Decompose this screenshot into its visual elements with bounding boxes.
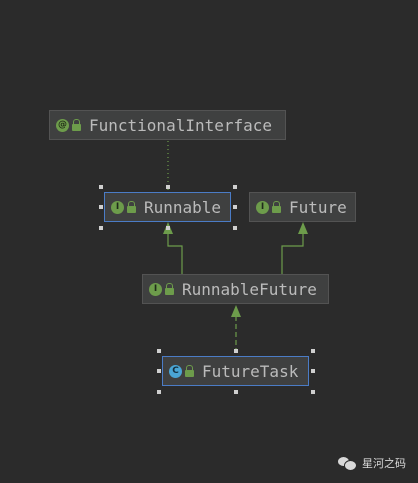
resize-handle[interactable] — [99, 226, 103, 230]
edge-runnablefuture-to-future — [281, 233, 304, 274]
node-futuretask[interactable]: C FutureTask — [162, 356, 309, 386]
interface-icon: I — [256, 200, 269, 214]
node-runnable[interactable]: I Runnable — [104, 192, 231, 222]
arrowhead-future — [298, 222, 308, 234]
arrowhead-runnablefuture — [231, 305, 241, 317]
node-label: Future — [289, 197, 347, 217]
node-label: RunnableFuture — [182, 279, 317, 299]
resize-handle[interactable] — [157, 369, 161, 373]
watermark-text: 星河之码 — [362, 457, 406, 470]
resize-handle[interactable] — [233, 205, 237, 209]
resize-handle[interactable] — [157, 390, 161, 394]
edge-runnablefuture-to-runnable — [167, 233, 183, 274]
lock-icon — [127, 201, 136, 213]
resize-handle[interactable] — [99, 185, 103, 189]
node-future[interactable]: I Future — [249, 192, 356, 222]
resize-handle[interactable] — [233, 185, 237, 189]
resize-handle[interactable] — [157, 349, 161, 353]
lock-icon — [72, 119, 81, 131]
annotation-type-icon: @ — [56, 118, 69, 132]
node-functionalinterface[interactable]: @ FunctionalInterface — [49, 110, 286, 140]
node-label: FunctionalInterface — [89, 115, 273, 135]
resize-handle[interactable] — [234, 390, 238, 394]
interface-icon: I — [149, 282, 162, 296]
lock-icon — [185, 365, 194, 377]
resize-handle[interactable] — [311, 369, 315, 373]
interface-icon: I — [111, 200, 124, 214]
resize-handle[interactable] — [166, 226, 170, 230]
lock-icon — [165, 283, 174, 295]
resize-handle[interactable] — [311, 349, 315, 353]
class-icon: C — [169, 364, 182, 378]
lock-icon — [272, 201, 281, 213]
node-label: FutureTask — [202, 361, 299, 381]
resize-handle[interactable] — [311, 390, 315, 394]
wechat-icon — [338, 456, 357, 471]
resize-handle[interactable] — [234, 349, 238, 353]
node-runnablefuture[interactable]: I RunnableFuture — [142, 274, 329, 304]
resize-handle[interactable] — [233, 226, 237, 230]
node-label: Runnable — [144, 197, 222, 217]
resize-handle[interactable] — [166, 185, 170, 189]
watermark: 星河之码 — [338, 455, 406, 471]
resize-handle[interactable] — [99, 205, 103, 209]
